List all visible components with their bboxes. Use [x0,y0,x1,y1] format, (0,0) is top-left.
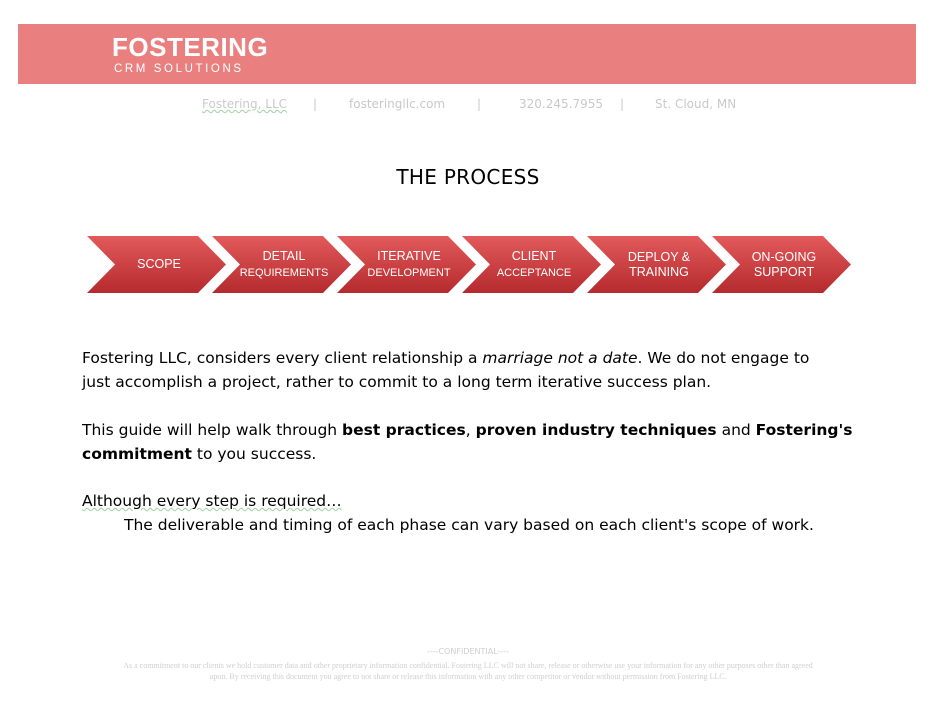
page-title: THE PROCESS [396,165,540,189]
step-line1: DETAIL [262,248,306,263]
header-banner: FOSTERING CRM SOLUTIONS [18,24,916,84]
process-chevron-row: SCOPE DETAIL REQUIREMENTS ITERATIVE DEVE… [87,236,857,293]
step-line2: ACCEPTANCE [496,266,572,279]
process-step-label: SCOPE [107,236,211,293]
brand-logo-subtitle: CRM SOLUTIONS [114,63,244,75]
chevron-arrow-icon [337,236,476,293]
contact-company: Fostering, LLC [202,97,288,111]
process-step-label: DETAIL REQUIREMENTS [232,236,336,293]
step-line2: REQUIREMENTS [239,266,329,279]
step-line2: DEVELOPMENT [367,266,451,279]
intro-text: just accomplish a project, rather to com… [82,373,712,391]
contact-website[interactable]: fosteringllc.com [349,97,446,111]
process-step-label: DEPLOY & TRAINING [607,236,711,293]
chevron-arrow-icon [87,236,226,293]
guide-bold: best practices [342,421,466,439]
guide-bold: Fostering's [755,421,853,439]
footer-confidential: ----CONFIDENTIAL---- [426,647,510,656]
requirement-detail: The deliverable and timing of each phase… [124,516,814,534]
contact-separator: | [477,97,482,111]
step-line1: SCOPE [137,257,181,271]
process-step-scope: SCOPE [87,236,226,293]
step-line1: DEPLOY & [627,249,691,264]
contact-location: St. Cloud, MN [655,97,737,111]
guide-text: , [465,421,476,439]
step-line1: ITERATIVE [377,248,441,263]
step-line2: SUPPORT [753,264,815,279]
step-line1: ON-GOING [751,249,817,264]
contact-separator: | [313,97,318,111]
chevron-arrow-icon [462,236,601,293]
guide-text: to you success. [191,445,317,463]
process-step-detail-requirements: DETAIL REQUIREMENTS [212,236,351,293]
intro-text: Fostering LLC, considers every client re… [82,349,483,367]
guide-text: and [716,421,756,439]
footer-disclaimer-line: upon. By receiving this document you agr… [209,672,727,681]
process-step-client-acceptance: CLIENT ACCEPTANCE [462,236,601,293]
step-line1: CLIENT [511,248,557,263]
footer-disclaimer: As a commitment to our clients we hold c… [60,660,876,682]
step-line2: TRAINING [629,264,689,279]
intro-paragraph: Fostering LLC, considers every client re… [82,346,809,394]
chevron-arrow-icon [712,236,851,293]
brand-logo-name: FOSTERING [112,32,269,62]
guide-text: This guide will help walk through [82,421,343,439]
guide-bold: commitment [82,445,192,463]
process-step-label: CLIENT ACCEPTANCE [482,236,586,293]
process-step-iterative-development: ITERATIVE DEVELOPMENT [337,236,476,293]
footer-disclaimer-line: As a commitment to our clients we hold c… [123,661,813,670]
contact-phone: 320.245.7955 [519,97,603,111]
process-step-label: ON-GOING SUPPORT [732,236,836,293]
intro-text: . We do not engage to [637,349,810,367]
chevron-arrow-icon [212,236,351,293]
process-step-ongoing-support: ON-GOING SUPPORT [712,236,851,293]
guide-bold: proven industry techniques [475,421,717,439]
process-step-deploy-training: DEPLOY & TRAINING [587,236,726,293]
requirement-heading: Although every step is required… [82,492,342,510]
guide-paragraph: This guide will help walk through best p… [82,418,853,466]
contact-separator: | [620,97,625,111]
intro-emphasis: marriage not a date [482,349,638,367]
process-step-label: ITERATIVE DEVELOPMENT [357,236,461,293]
chevron-arrow-icon [587,236,726,293]
